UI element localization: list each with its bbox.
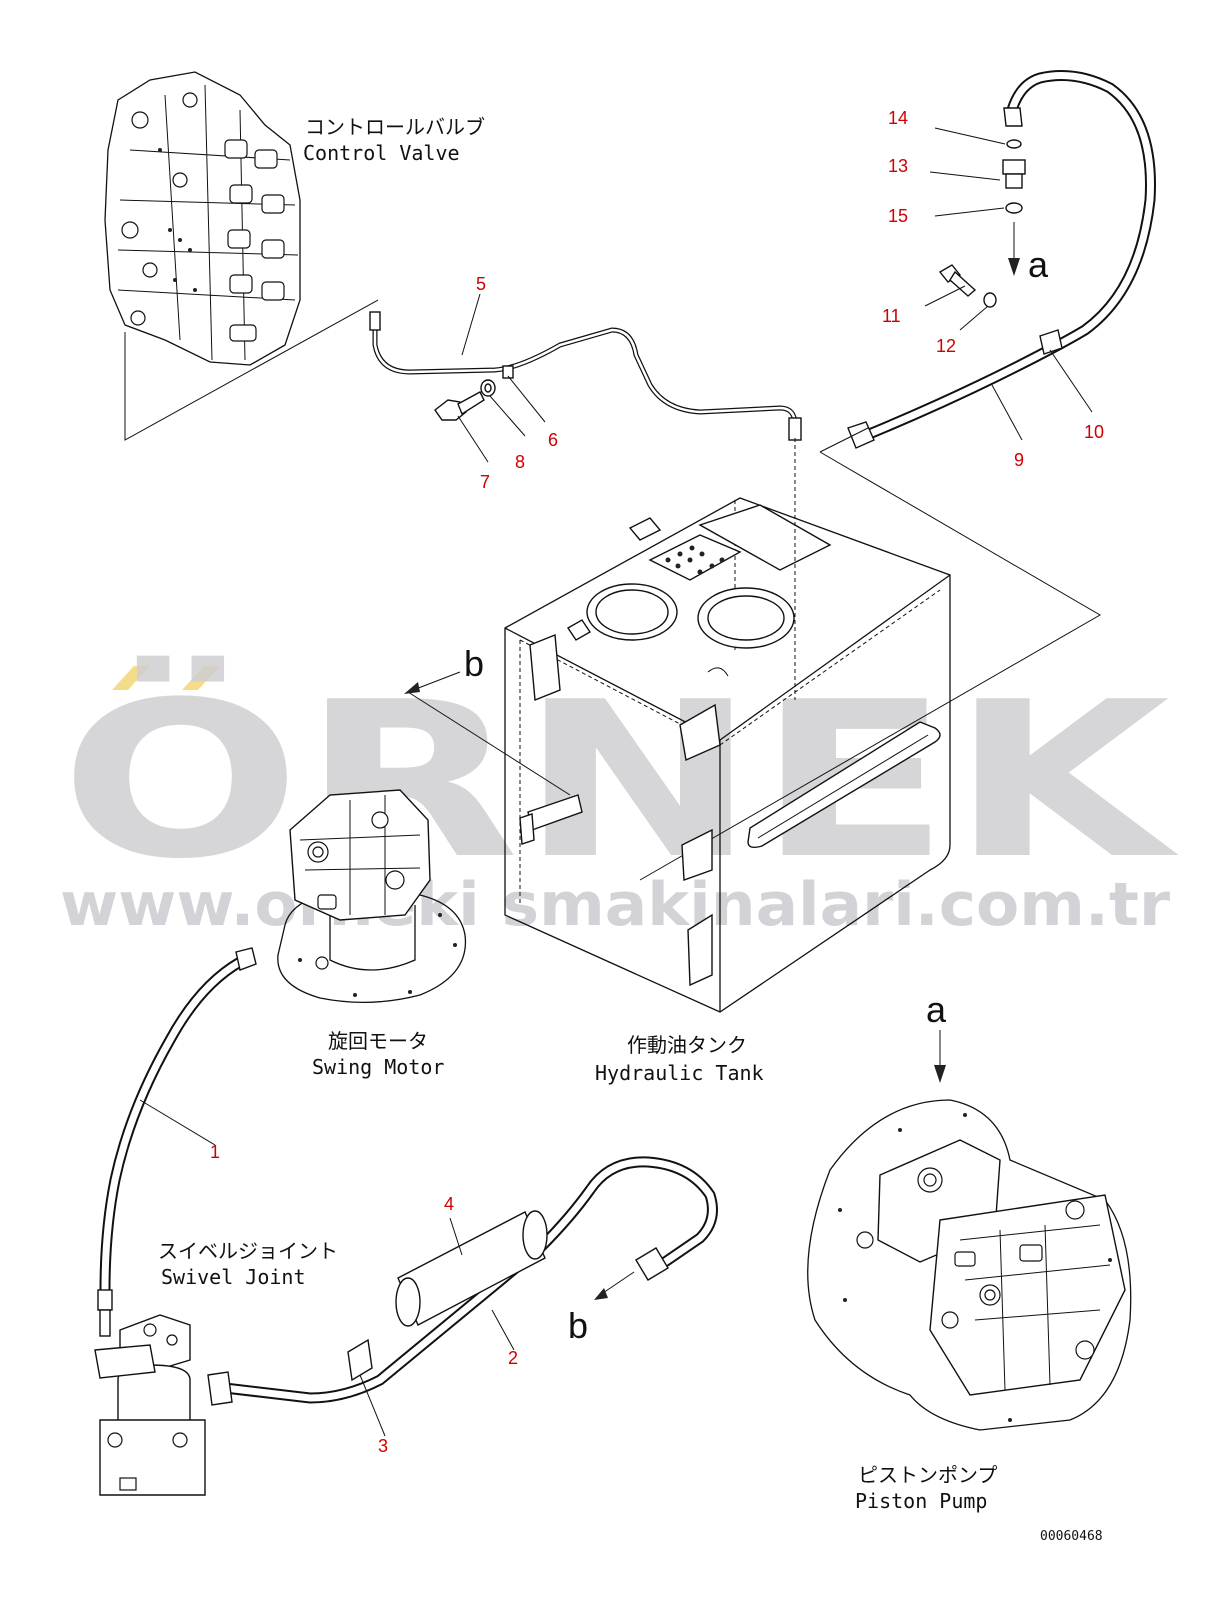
washer-12 bbox=[983, 292, 997, 308]
callout-numbers: 1 2 3 4 5 6 7 8 9 10 11 12 13 14 15 bbox=[210, 108, 1104, 1456]
view-letter-b-bottom: b bbox=[568, 1305, 588, 1346]
callout-9: 9 bbox=[1014, 450, 1024, 470]
reference-line-pump bbox=[639, 427, 1101, 881]
swing-motor-label-en: Swing Motor bbox=[312, 1055, 444, 1079]
control-valve-label-jp: コントロールバルブ bbox=[305, 115, 485, 139]
callout-8: 8 bbox=[515, 452, 525, 472]
watermark: ÖRNEK www.orneki smakinalari.com.tr bbox=[60, 655, 1180, 940]
leader-lines bbox=[139, 127, 1093, 1437]
view-arrow-b-bottom: b bbox=[568, 1271, 635, 1346]
callout-14: 14 bbox=[888, 108, 908, 128]
callout-3: 3 bbox=[378, 1436, 388, 1456]
bolt-11 bbox=[938, 264, 977, 297]
view-arrow-a-top: a bbox=[1008, 222, 1049, 285]
view-letter-b-top: b bbox=[464, 643, 484, 684]
piston-pump-label-en: Piston Pump bbox=[855, 1489, 987, 1513]
callout-2: 2 bbox=[508, 1348, 518, 1368]
hose-9 bbox=[847, 70, 1156, 449]
callout-7: 7 bbox=[480, 472, 490, 492]
view-arrow-a-bottom: a bbox=[926, 989, 947, 1083]
swing-motor-label-jp: 旋回モータ bbox=[328, 1029, 428, 1053]
callout-12: 12 bbox=[936, 336, 956, 356]
reference-line-b bbox=[407, 691, 571, 796]
protector-4 bbox=[395, 1210, 548, 1327]
piston-pump-label-jp: ピストンポンプ bbox=[858, 1463, 997, 1487]
drawing-number: 00060468 bbox=[1040, 1529, 1103, 1544]
callout-15: 15 bbox=[888, 206, 908, 226]
tube-5 bbox=[369, 311, 802, 441]
hose-1 bbox=[97, 947, 257, 1337]
piston-pump-drawing: ピストンポンプ Piston Pump bbox=[807, 1099, 1132, 1513]
callout-10: 10 bbox=[1084, 422, 1104, 442]
view-letter-a-bottom: a bbox=[926, 989, 947, 1030]
callout-5: 5 bbox=[476, 274, 486, 294]
hydraulic-tank-drawing: 作動油タンク Hydraulic Tank bbox=[504, 438, 951, 1085]
view-letter-a-top: a bbox=[1028, 244, 1049, 285]
swing-motor-drawing: 旋回モータ Swing Motor bbox=[277, 789, 467, 1079]
view-arrow-b-top: b bbox=[404, 643, 484, 694]
swivel-joint-label-jp: スイベルジョイント bbox=[158, 1239, 338, 1263]
hydraulic-tank-label-jp: 作動油タンク bbox=[627, 1033, 747, 1057]
hose-2 bbox=[207, 1156, 718, 1406]
bolt-7 bbox=[434, 391, 485, 421]
hydraulic-tank-label-en: Hydraulic Tank bbox=[595, 1061, 764, 1085]
watermark-brand: ÖRNEK bbox=[60, 655, 1180, 906]
callout-1: 1 bbox=[210, 1142, 220, 1162]
callout-11: 11 bbox=[882, 306, 901, 326]
swivel-joint-drawing: スイベルジョイント Swivel Joint bbox=[94, 1239, 338, 1496]
watermark-accent-right bbox=[182, 666, 220, 690]
control-valve-label-en: Control Valve bbox=[303, 141, 460, 165]
callout-6: 6 bbox=[548, 430, 558, 450]
fitting-13 bbox=[1002, 159, 1026, 189]
clamp-3 bbox=[347, 1338, 373, 1382]
control-valve-drawing: コントロールバルブ Control Valve bbox=[104, 71, 485, 366]
callout-13: 13 bbox=[888, 156, 908, 176]
swivel-joint-label-en: Swivel Joint bbox=[161, 1265, 306, 1289]
o-ring-14 bbox=[1006, 139, 1022, 149]
reference-line-control-valve bbox=[124, 299, 379, 441]
o-ring-15 bbox=[1005, 202, 1023, 214]
watermark-accent-left bbox=[112, 666, 150, 690]
callout-4: 4 bbox=[444, 1194, 454, 1214]
watermark-url: www.orneki smakinalari.com.tr bbox=[60, 870, 1170, 940]
